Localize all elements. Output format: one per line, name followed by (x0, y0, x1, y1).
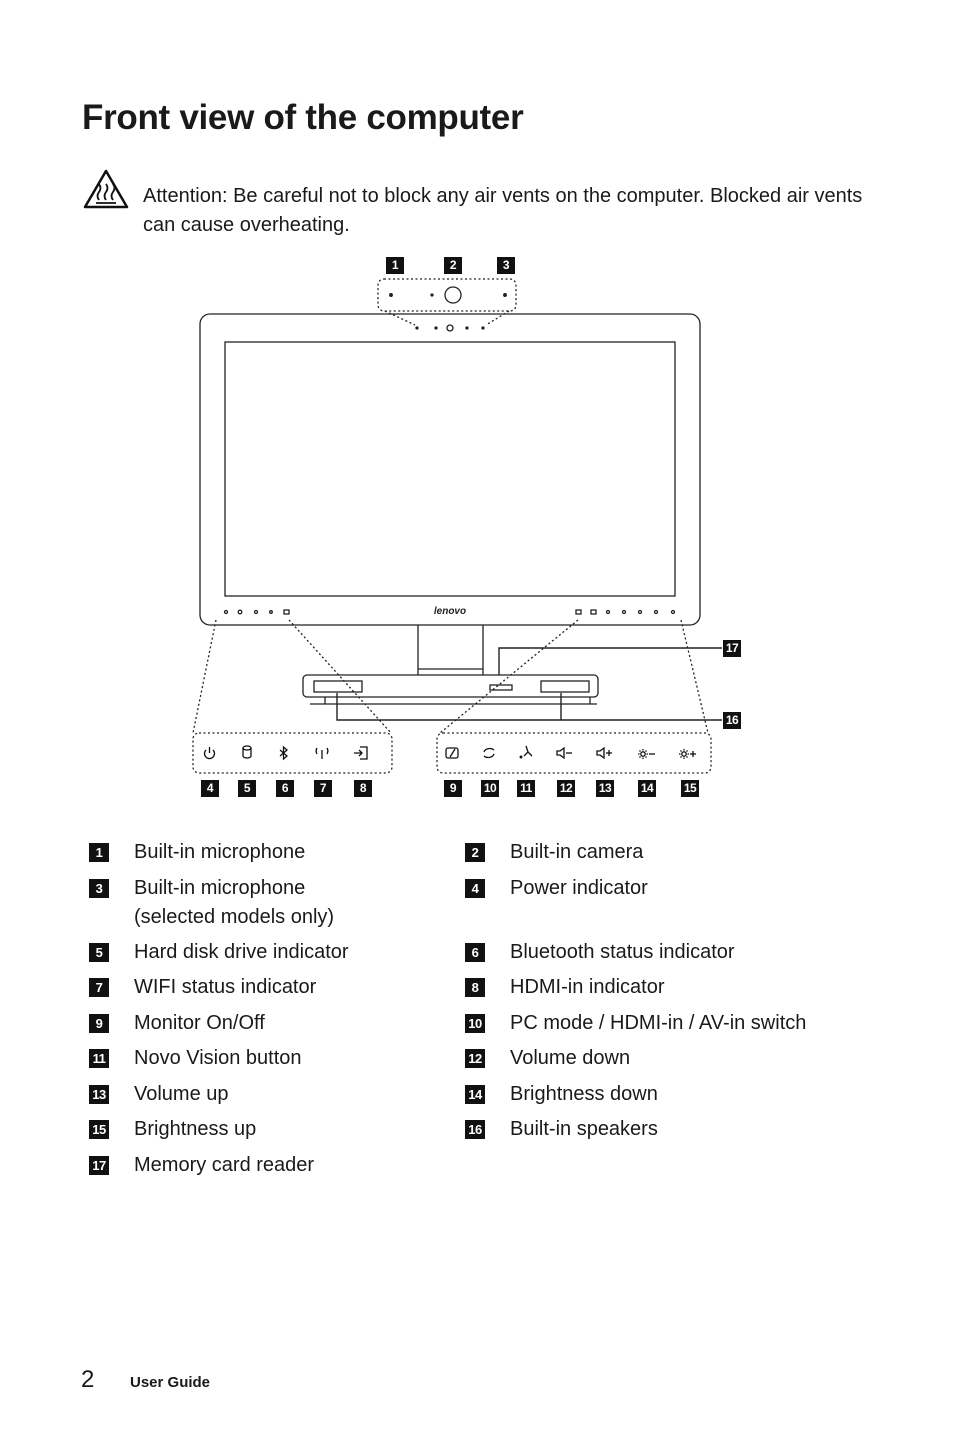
mode-switch-icon (483, 747, 495, 759)
legend-number: 6 (465, 943, 485, 962)
monitor-screen (224, 341, 676, 597)
legend-number: 9 (89, 1014, 109, 1033)
callout-14: 14 (638, 780, 656, 797)
callout-13: 13 (596, 780, 614, 797)
brand-logo: lenovo (434, 606, 466, 617)
hard-disk-icon (242, 745, 252, 759)
callout-10: 10 (481, 780, 499, 797)
attention-label: Attention: (143, 185, 228, 207)
legend-label: WIFI status indicator (134, 976, 317, 998)
page-number: 2 (81, 1366, 95, 1393)
callout-4: 4 (201, 780, 219, 797)
legend-number: 7 (89, 978, 109, 997)
legend-label: Monitor On/Off (134, 1012, 265, 1034)
legend-number: 13 (89, 1085, 109, 1104)
legend-number: 8 (465, 978, 485, 997)
legend-label: Volume down (510, 1047, 631, 1069)
legend-number: 12 (465, 1049, 485, 1068)
legend-number: 1 (89, 843, 109, 862)
callout-3: 3 (497, 257, 515, 274)
legend-number: 3 (89, 879, 109, 898)
callout-2: 2 (444, 257, 462, 274)
legend-number: 11 (89, 1049, 109, 1068)
footer-doc-title: User Guide (130, 1374, 211, 1391)
card-reader-slot (489, 684, 513, 691)
legend-number: 14 (465, 1085, 485, 1104)
stand-base (302, 674, 599, 698)
monitor-bezel (199, 313, 701, 626)
novo-vision-icon (519, 745, 533, 759)
brightness-up-icon (679, 749, 696, 759)
legend-number: 5 (89, 943, 109, 962)
legend-label: Built-in speakers (510, 1118, 658, 1140)
legend-label: Built-in microphone (selected models onl… (134, 877, 335, 928)
callout-15: 15 (681, 780, 699, 797)
power-icon (203, 747, 216, 760)
legend-number: 10 (465, 1014, 485, 1033)
page-title: Front view of the computer (82, 98, 524, 137)
bluetooth-icon (279, 745, 288, 761)
callout-1: 1 (386, 257, 404, 274)
volume-up-icon (596, 746, 612, 760)
speaker-left (313, 680, 363, 693)
legend-label: Novo Vision button (134, 1047, 302, 1069)
legend-label: Memory card reader (134, 1154, 315, 1176)
callout-6: 6 (276, 780, 294, 797)
legend-label: Hard disk drive indicator (134, 941, 349, 963)
camera-bar-outline (377, 278, 517, 312)
legend-label: Built-in microphone (134, 841, 306, 863)
legend-label: Brightness up (134, 1118, 257, 1140)
monitor-on-off-icon (445, 747, 459, 759)
legend-number: 16 (465, 1120, 485, 1139)
built-in-camera (444, 286, 462, 304)
microphone-left (389, 293, 393, 297)
legend-label: Brightness down (510, 1083, 658, 1105)
button-zoom-panel (436, 732, 712, 774)
legend-number: 4 (465, 879, 485, 898)
callout-17: 17 (723, 640, 741, 657)
legend-label: HDMI-in indicator (510, 976, 665, 998)
legend-number: 17 (89, 1156, 109, 1175)
callout-9: 9 (444, 780, 462, 797)
wifi-icon (315, 747, 329, 759)
microphone-right (503, 293, 507, 297)
legend-number: 15 (89, 1120, 109, 1139)
brightness-down-icon (638, 749, 655, 759)
hdmi-in-icon (354, 746, 368, 760)
legend-label: Power indicator (510, 877, 648, 899)
callout-8: 8 (354, 780, 372, 797)
attention-note: Attention: Be careful not to block any a… (143, 182, 863, 240)
legend-label: Bluetooth status indicator (510, 941, 735, 963)
volume-down-icon (556, 746, 572, 760)
legend-label: Volume up (134, 1083, 229, 1105)
callout-7: 7 (314, 780, 332, 797)
legend-label: PC mode / HDMI-in / AV-in switch (510, 1012, 807, 1034)
callout-11: 11 (517, 780, 535, 797)
legend-number: 2 (465, 843, 485, 862)
computer-front-diagram: lenovo (192, 278, 722, 774)
hot-surface-warning-icon (83, 169, 129, 209)
callout-5: 5 (238, 780, 256, 797)
callout-16: 16 (723, 712, 741, 729)
legend-label: Built-in camera (510, 841, 644, 863)
attention-text: Be careful not to block any air vents on… (143, 185, 863, 236)
speaker-right (540, 680, 590, 693)
callout-12: 12 (557, 780, 575, 797)
